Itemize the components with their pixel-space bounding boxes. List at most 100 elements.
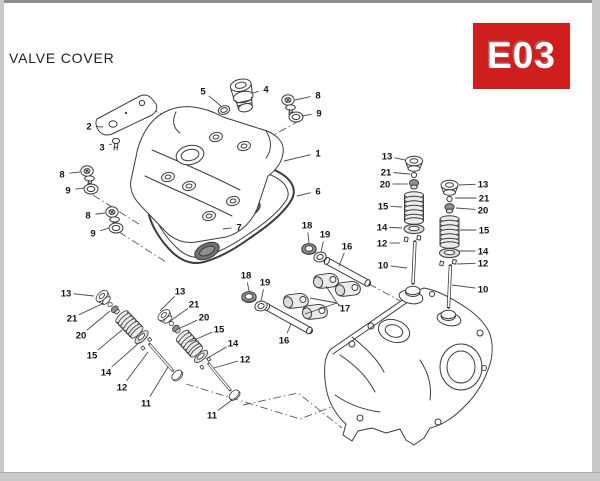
bolt-grommet-part: [109, 223, 123, 233]
callout-label: 21: [189, 300, 200, 311]
callout-label: 13: [478, 180, 489, 191]
leader-line: [176, 320, 197, 330]
callout-label: 21: [479, 194, 490, 205]
leader-line: [295, 97, 311, 100]
leader-line: [302, 114, 312, 116]
callout-label: 13: [175, 287, 186, 298]
callout-label: 20: [478, 206, 489, 217]
leader-line: [160, 296, 175, 311]
callout-label: 7: [236, 223, 241, 234]
leader-line: [109, 144, 112, 145]
callout-label: 18: [302, 221, 313, 232]
callout-label: 17: [340, 304, 351, 315]
callout-label: 9: [65, 186, 70, 197]
callout-label: 20: [76, 331, 87, 342]
leader-line: [297, 193, 311, 196]
callout-label: 15: [378, 202, 389, 213]
callout-label: 21: [381, 168, 392, 179]
leader-line: [218, 400, 232, 411]
leader-line: [390, 266, 407, 268]
callout-label: 2: [86, 122, 91, 133]
callout-label: 6: [315, 187, 320, 198]
leader-line: [452, 285, 476, 288]
leader-line: [253, 91, 259, 93]
callout-label: 13: [61, 289, 72, 300]
leader-line: [308, 232, 309, 243]
shaft-bushing-part: [242, 292, 256, 303]
callout-label: 14: [101, 368, 112, 379]
callout-label: 8: [315, 91, 320, 102]
callout-label: 12: [240, 355, 251, 366]
leader-line: [390, 206, 402, 207]
leader-line: [247, 282, 249, 291]
callout-label: 14: [228, 339, 239, 350]
leader-line: [261, 289, 263, 301]
leader-line: [206, 347, 227, 359]
callout-label: 20: [199, 313, 210, 324]
leader-line: [284, 155, 311, 161]
bolt-grommet-part: [84, 184, 98, 194]
leader-line: [459, 184, 476, 185]
shaft-bushing-part: [302, 244, 316, 255]
callout-label: 9: [316, 109, 321, 120]
leader-line: [98, 330, 122, 350]
leader-line: [169, 308, 188, 322]
callout-label: 8: [85, 211, 90, 222]
leader-line: [87, 311, 110, 330]
callout-label: 15: [479, 226, 490, 237]
callout-label: 13: [382, 152, 393, 163]
leader-line: [79, 303, 104, 315]
callout-label: 10: [378, 261, 389, 272]
callout-label: 20: [380, 180, 391, 191]
leader-line: [75, 188, 84, 189]
callout-label: 12: [478, 259, 489, 270]
callout-label: 3: [99, 143, 104, 154]
callout-label: 12: [377, 239, 388, 250]
leader-line: [389, 227, 402, 228]
callout-label: 11: [207, 411, 218, 422]
callout-label: 15: [214, 325, 225, 336]
callout-label: 21: [67, 314, 78, 325]
breather-fitting-part: [229, 77, 256, 114]
oring-part: [217, 104, 231, 116]
leader-line: [393, 173, 410, 174]
callout-label: 19: [260, 278, 271, 289]
leader-line: [126, 352, 148, 381]
bracket-screw-part: [112, 138, 119, 150]
callout-label: 4: [263, 85, 269, 96]
valve-stack-part: [404, 156, 424, 296]
callout-label: 9: [90, 229, 95, 240]
callout-label: 15: [87, 351, 98, 362]
leader-line: [321, 241, 323, 252]
leader-line: [73, 294, 94, 296]
cover-bolt-part: [81, 166, 95, 186]
leader-line: [69, 172, 80, 173]
callout-label: 1: [315, 149, 321, 160]
leader-line: [209, 96, 221, 106]
callout-label: 12: [117, 383, 128, 394]
callout-label: 11: [141, 399, 152, 410]
leader-line: [112, 342, 140, 367]
callout-label: 14: [377, 223, 388, 234]
leader-line: [310, 298, 337, 303]
callout-label: 19: [320, 230, 331, 241]
leader-line: [394, 158, 405, 160]
leader-line: [457, 263, 476, 264]
callout-label: 18: [241, 271, 252, 282]
callout-label: 8: [59, 170, 64, 181]
cover-bolt-part: [282, 95, 296, 115]
bolt-grommet-part: [289, 112, 303, 122]
callout-label: 14: [478, 247, 489, 258]
leader-line: [150, 367, 168, 397]
callout-label: 16: [342, 242, 353, 253]
callout-label: 5: [200, 87, 206, 98]
leader-line: [100, 228, 109, 231]
leader-line: [287, 324, 291, 333]
valve-cover-part: [131, 107, 284, 243]
leader-line: [456, 208, 476, 209]
callout-label: 10: [478, 285, 489, 296]
leader-line: [214, 361, 238, 368]
leader-line: [95, 213, 105, 214]
callout-label: 16: [279, 336, 290, 347]
